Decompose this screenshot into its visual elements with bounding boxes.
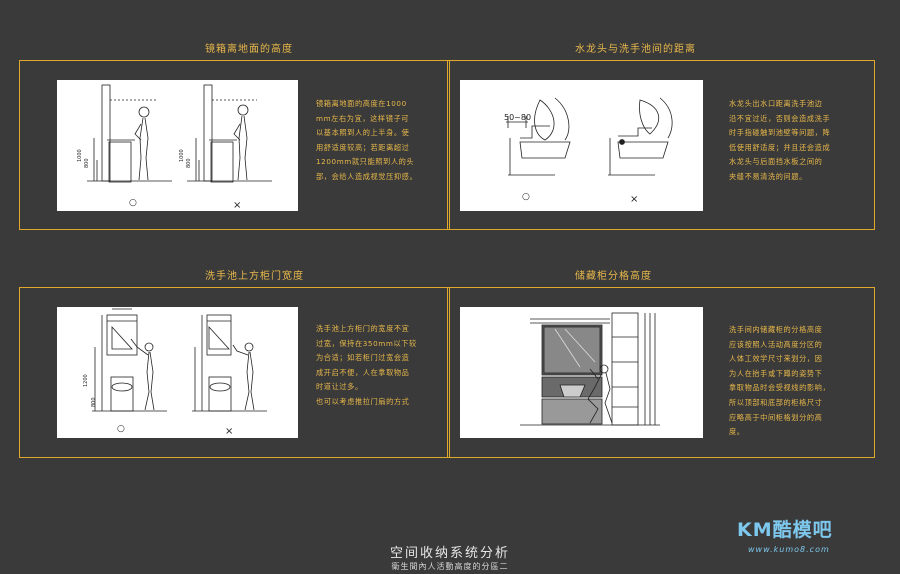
svg-text:800: 800 [186,158,192,168]
page-title: 空间收纳系统分析 [389,546,510,561]
page-subtitle: 衛生間內人活動高度的分區二 [391,562,509,571]
frame-faucet-distance [447,60,875,230]
drawing-storage-shelf [460,307,703,438]
svg-text:800: 800 [84,158,90,168]
frame-mirror-height [19,60,450,230]
description-cabinet-door-width: 洗手池上方柜门的宽度不宜 过宽，保持在350mm以下较 为合适；如若柜门过宽会造… [316,324,417,406]
brand-url: www.kumo8.com [748,545,830,554]
drawing-faucet-distance: 50~80 ○ × [460,80,703,211]
frame-storage-shelf-height [447,287,875,458]
svg-text:1000: 1000 [179,149,185,162]
svg-text:1200: 1200 [83,374,89,387]
frame-cabinet-door-width [19,287,450,458]
section-title-storage-shelf-height: 储藏柜分格高度 [575,271,652,282]
good-mark: ○ [129,198,137,208]
section-title-cabinet-door-width: 洗手池上方柜门宽度 [205,271,304,282]
section-title-mirror-height: 镜箱离地面的高度 [205,44,293,55]
section-title-faucet-distance: 水龙头与洗手池间的距离 [575,44,696,55]
svg-text:800: 800 [91,397,97,407]
description-mirror-height: 镜箱离地面的高度在1000 mm左右为宜，这样镜子可 以基本照到人的上半身。使 … [316,99,418,181]
dim-label: 1000 [77,149,83,162]
description-storage-shelf-height: 洗手间内储藏柜的分格高度 应该按照人活动高度分区的 人体工效学尺寸来划分，因 为… [729,325,831,437]
faucet-dim-label: 50~80 [504,113,531,122]
drawing-cabinet-door-width: 1200 800 ○ × [57,307,298,438]
bad-mark: × [233,200,241,211]
description-faucet-distance: 水龙头出水口距离洗手池边 沿不宜过近，否则会造成洗手 时手指碰触到池壁等问题，降… [729,99,831,181]
svg-text:×: × [630,194,638,205]
drawing-mirror-height: 1000 800 1000 800 ○ × [57,80,298,211]
svg-text:×: × [225,426,233,437]
brand-logo: KM酷模吧 [737,519,833,541]
svg-text:○: ○ [522,192,530,202]
svg-text:○: ○ [117,424,125,434]
